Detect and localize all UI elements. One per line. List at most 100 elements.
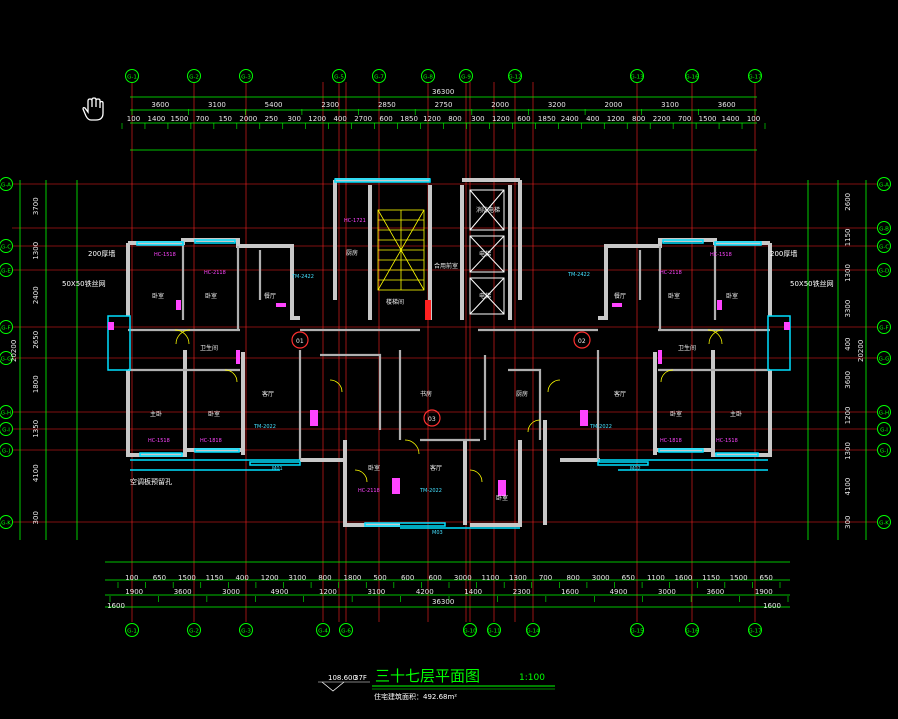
axis-bubble-label: G-K: [1, 520, 11, 526]
hand-pan-icon[interactable]: [82, 97, 104, 121]
dimension-left-part: 3700: [32, 197, 40, 215]
dimension-bottom-row1: 1150: [206, 574, 224, 582]
dimension-bottom-row1: 650: [622, 574, 635, 582]
axis-bubble-top: G-8: [421, 69, 435, 83]
axis-bubble-label: G-1: [127, 628, 137, 634]
axis-bubble-right: G-J: [877, 443, 891, 457]
dimension-top-row2: 2700: [354, 115, 372, 123]
tag-hc1518-bl: HC-1518: [148, 438, 170, 444]
dimension-top-row2: 800: [448, 115, 461, 123]
tag-hc1518-r: HC-1518: [710, 252, 732, 258]
dimension-bottom-row2: 3000: [658, 588, 676, 596]
right-total-dimension: 20200: [857, 340, 865, 362]
dimension-top-row2: 600: [379, 115, 392, 123]
axis-bubble-label: G-H: [879, 410, 889, 416]
dimension-top-row1: 2750: [435, 101, 453, 109]
axis-bubble-label: G-16: [685, 628, 699, 634]
top-total-dimension: 36300: [432, 88, 454, 96]
axis-bubble-label: G-8: [423, 74, 433, 80]
room-bedroom-c1: 卧室: [368, 464, 380, 472]
axis-bubble-bottom: G-4: [316, 623, 330, 637]
axis-bubble-right: G-B: [877, 221, 891, 235]
room-bedroom-r2: 卧室: [668, 292, 680, 300]
axis-bubble-label: G-3: [241, 74, 251, 80]
tag-tm2422-l: TM-2422: [291, 274, 314, 280]
dimension-right-part: 3300: [844, 300, 852, 318]
dimension-right-part: 1300: [844, 442, 852, 460]
dimension-top-row2: 1200: [423, 115, 441, 123]
room-dining-l: 餐厅: [264, 292, 276, 300]
dimension-right-part: 1300: [844, 264, 852, 282]
axis-bubble-label: G-F: [1, 325, 10, 331]
door-swings: [174, 329, 724, 483]
axis-bubble-right: G-D: [877, 263, 891, 277]
fixture-marks: [108, 300, 790, 496]
dimension-top-row1: 2850: [378, 101, 396, 109]
dimension-top-row2: 1400: [148, 115, 166, 123]
axis-bubble-label: G-4: [318, 628, 328, 634]
room-bedroom-r1: 卧室: [726, 292, 738, 300]
dimension-top-row2: 1400: [722, 115, 740, 123]
dimension-bottom-row2: 1900: [755, 588, 773, 596]
title-block: 108.600 37F 三十七层平面图 1:100 住宅建筑面积：492.68m…: [318, 667, 555, 701]
dimension-bottom-row1: 1300: [509, 574, 527, 582]
room-bath-r: 卫生间: [678, 344, 696, 352]
room-bedroom-l4: 卧室: [208, 410, 220, 418]
room-lift3: 电梯: [479, 292, 491, 300]
note-equip-left: 50X50铁丝网: [62, 279, 106, 288]
axis-bubble-top: G-16: [685, 69, 699, 83]
axis-bubble-bottom: G-15: [630, 623, 644, 637]
dimension-left-part: 4100: [32, 464, 40, 482]
dimension-bottom-row1: 600: [429, 574, 442, 582]
axis-bubble-top: G-3: [239, 69, 253, 83]
dimension-bottom-row1: 400: [235, 574, 248, 582]
axis-bubble-label: G-11: [487, 628, 500, 634]
tag-hc1818-bl: HC-1818: [200, 438, 222, 444]
dimension-left-part: 1800: [32, 375, 40, 393]
dimension-bottom-row2: 1200: [319, 588, 337, 596]
axis-bubble-left: G-I: [0, 422, 13, 436]
axis-bubble-left: G-K: [0, 515, 13, 529]
room-bedroom-r3: 主卧: [730, 410, 742, 418]
dimension-bottom-row1: 3000: [454, 574, 472, 582]
tag-hc2118-c: HC-2118: [358, 488, 380, 494]
dimension-left-part: 1350: [32, 420, 40, 438]
note-wall-left: 200厚墙: [88, 249, 115, 258]
axis-bubble-right: G-G: [877, 351, 891, 365]
tag-tm2022-c: TM-2022: [419, 488, 442, 494]
axis-bubble-left: G-C: [0, 239, 13, 253]
axis-bubble-left: G-H: [0, 405, 13, 419]
dimension-bottom-row2: 4200: [416, 588, 434, 596]
elevator-shafts: [469, 189, 505, 315]
dimension-bottom-row1: 1150: [702, 574, 720, 582]
axis-bubble-bottom: G-1: [125, 623, 139, 637]
dimension-top-row1: 3100: [208, 101, 226, 109]
room-dining-r: 餐厅: [614, 292, 626, 300]
dimension-top-row2: 400: [333, 115, 346, 123]
dimension-right-part: 2600: [844, 193, 852, 211]
axis-bubble-label: G-H: [1, 410, 11, 416]
axis-bubble-right: G-I: [877, 422, 891, 436]
dimension-left-part: 1300: [32, 242, 40, 260]
axis-bubble-right: G-K: [877, 515, 891, 529]
axis-bubble-label: G-7: [374, 74, 384, 80]
axis-bubble-label: G-5: [334, 74, 344, 80]
tag-tm2022-r: TM-2022: [589, 424, 612, 430]
dimension-top-row2: 600: [517, 115, 530, 123]
dimension-top-row2: 100: [747, 115, 760, 123]
dimension-bottom-row2: 3100: [367, 588, 385, 596]
dimension-bottom-row2: 1400: [464, 588, 482, 596]
dimension-bottom-row1: 500: [373, 574, 386, 582]
axis-bubble-bottom: G-3: [239, 623, 253, 637]
dimension-top-row2: 150: [219, 115, 232, 123]
unit-label-1: 01: [296, 338, 304, 345]
axis-bubble-label: G-J: [2, 448, 11, 454]
axis-bubble-top: G-1: [125, 69, 139, 83]
tag-hc1721: HC-1721: [344, 218, 366, 224]
axis-bubble-label: G-K: [879, 520, 889, 526]
axis-bubble-top: G-7: [372, 69, 386, 83]
room-living-r: 客厅: [614, 390, 626, 398]
dimension-bottom-row1: 700: [539, 574, 552, 582]
room-bedroom-l3: 主卧: [150, 410, 162, 418]
